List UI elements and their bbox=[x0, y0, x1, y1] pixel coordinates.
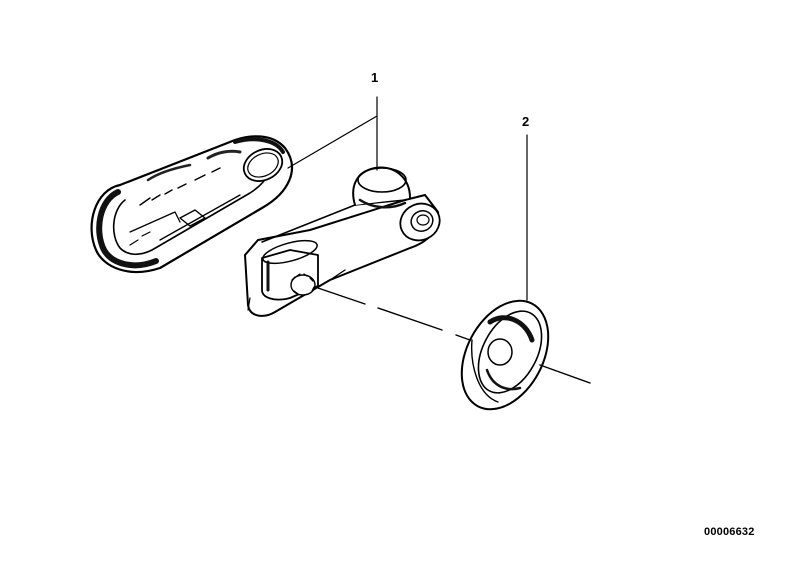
crank-arm-part bbox=[244, 166, 441, 317]
reference-number: 00006632 bbox=[704, 526, 755, 538]
callout-1: 1 bbox=[371, 70, 379, 85]
escutcheon-part bbox=[460, 299, 550, 411]
crank-cover-part bbox=[90, 135, 294, 273]
callout-2: 2 bbox=[522, 114, 530, 129]
leader-1-branch bbox=[287, 115, 378, 169]
leader-lines bbox=[287, 96, 528, 301]
axis-line bbox=[317, 287, 591, 384]
